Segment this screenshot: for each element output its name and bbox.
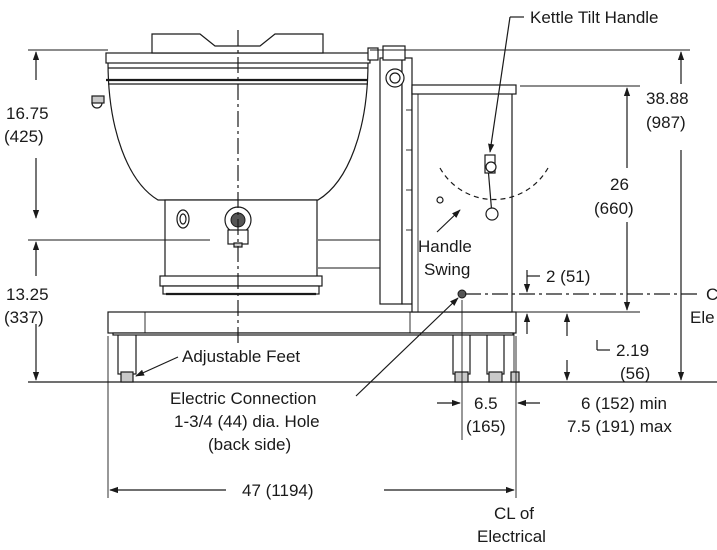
tilt-support-frame: [367, 45, 413, 305]
callout-electric-connection: Electric Connection 1-3/4 (44) dia. Hole…: [170, 297, 459, 454]
handle-label: Handle: [418, 237, 472, 256]
dim-connection-spacing: 6.5 (165): [437, 300, 540, 440]
swing-label: Swing: [424, 260, 470, 279]
leg-height-value: 2.19: [616, 341, 649, 360]
hole-size-label: 1-3/4 (44) dia. Hole: [174, 412, 320, 431]
base-height-mm: (337): [4, 308, 44, 327]
legs: [117, 329, 520, 383]
overall-width-value: 47 (1194): [242, 481, 314, 500]
callout-cl-electrical-bottom: CL of Electrical: [477, 504, 546, 546]
base-platform: [107, 311, 517, 336]
cl-of-label: CL of: [494, 504, 534, 523]
wall-clearance-min: 6 (152) min: [581, 394, 667, 413]
kettle-pedestal: [159, 199, 323, 296]
dim-overall-width: 47 (1194): [107, 336, 517, 500]
electric-connection-label: Electric Connection: [170, 389, 316, 408]
connection-spacing-mm: (165): [466, 417, 506, 436]
callout-kettle-tilt-handle: Kettle Tilt Handle: [488, 8, 659, 153]
kettle-tilt-handle-label: Kettle Tilt Handle: [530, 8, 659, 27]
handle-height-mm: (660): [594, 199, 634, 218]
dim-base-height: 13.25 (337): [4, 241, 49, 381]
base-height-value: 13.25: [6, 285, 49, 304]
cl-right-fragment: C: [706, 285, 717, 304]
adjustable-feet-label: Adjustable Feet: [182, 347, 300, 366]
electrical-right-fragment: Ele: [690, 308, 715, 327]
dim-overall-height: 38.88 (987): [646, 51, 689, 381]
bowl-height-mm: (425): [4, 127, 44, 146]
callout-adjustable-feet: Adjustable Feet: [135, 347, 300, 377]
dim-connection-offset: 2 (51): [523, 267, 590, 334]
dim-wall-clearance: 6 (152) min 7.5 (191) max: [567, 394, 672, 436]
leg-height-mm: (56): [620, 364, 650, 383]
electrical-label: Electrical: [477, 527, 546, 546]
dim-bowl-height: 16.75 (425): [4, 51, 49, 219]
back-side-label: (back side): [208, 435, 291, 454]
wall-clearance-max: 7.5 (191) max: [567, 417, 672, 436]
overall-height-mm: (987): [646, 113, 686, 132]
kettle-tilt-handle: [439, 154, 549, 221]
callout-cl-electrical-right: C Ele: [690, 285, 717, 327]
overall-height-value: 38.88: [646, 89, 689, 108]
connection-spacing-value: 6.5: [474, 394, 498, 413]
connection-offset-value: 2 (51): [546, 267, 590, 286]
bowl-height-value: 16.75: [6, 104, 49, 123]
dim-handle-height: 26 (660): [594, 87, 634, 311]
callout-handle-swing: Handle Swing: [418, 209, 472, 279]
kettle-bowl: [91, 33, 371, 201]
handle-height-value: 26: [610, 175, 629, 194]
dim-leg-height: 2.19 (56): [563, 313, 650, 383]
